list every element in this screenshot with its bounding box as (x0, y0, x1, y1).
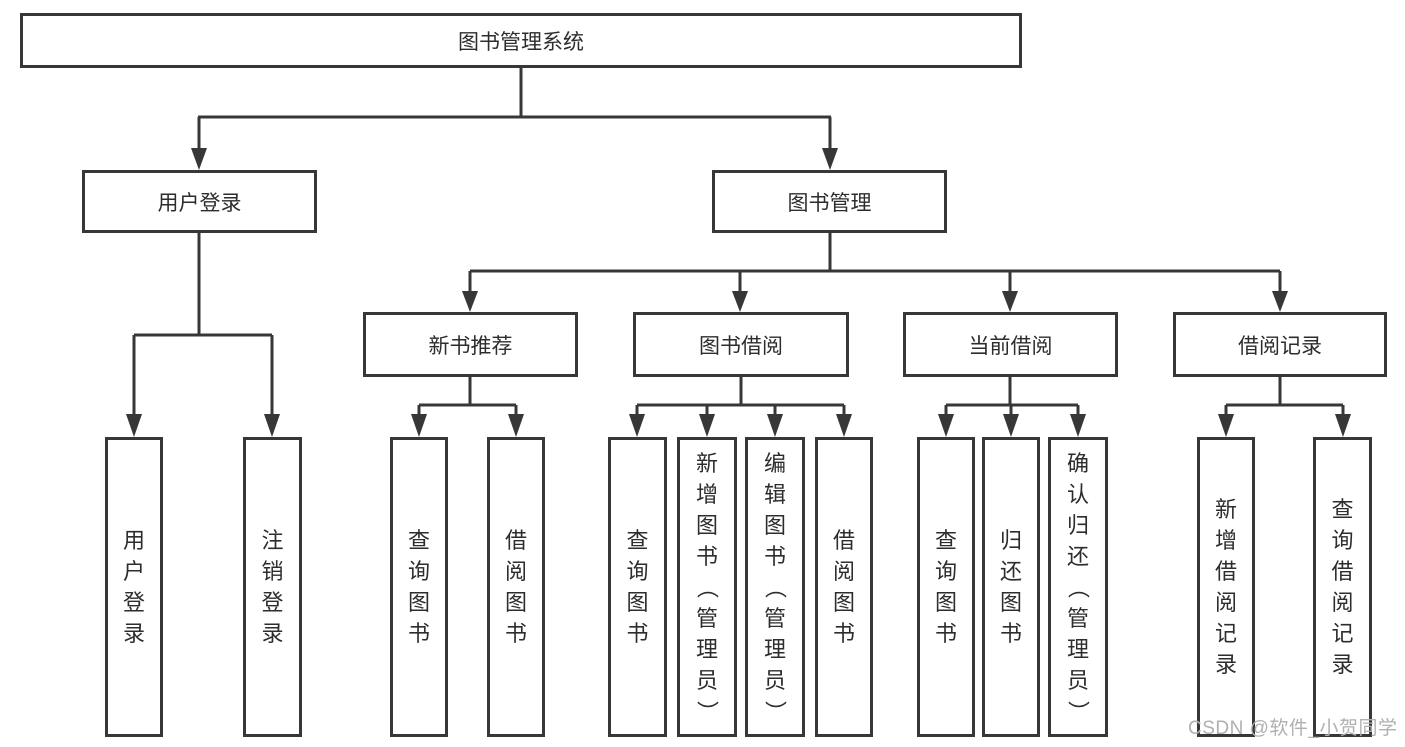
arrowhead (508, 414, 524, 437)
leaf-label: 注销登录 (261, 528, 284, 646)
arrowhead (1218, 414, 1234, 437)
node-label: 图书管理 (787, 191, 872, 215)
arrowhead (126, 414, 142, 437)
leaf-user-login: 用户登录 (105, 437, 163, 737)
arrowhead (822, 148, 838, 170)
node-label: 用户登录 (157, 191, 242, 215)
leaf-confirm-return-admin: 确认归还（管理员） (1048, 437, 1108, 737)
arrowhead (411, 414, 427, 437)
leaf-borrow-books-borrowing: 借阅图书 (815, 437, 873, 737)
node-book-borrowing: 图书借阅 (633, 312, 849, 377)
arrowhead (629, 414, 645, 437)
arrowhead (191, 148, 207, 170)
leaf-label: 查询图书 (934, 528, 957, 646)
leaf-query-books-current: 查询图书 (917, 437, 975, 737)
leaf-label: 新增图书（管理员） (694, 450, 720, 723)
leaf-add-book-admin: 新增图书（管理员） (677, 437, 737, 737)
node-label: 新书推荐 (428, 334, 513, 358)
node-label: 图书管理系统 (458, 30, 584, 54)
leaf-add-borrow-record: 新增借阅记录 (1197, 437, 1255, 737)
arrowhead (732, 291, 748, 312)
node-new-book-recommendation: 新书推荐 (363, 312, 578, 377)
leaf-label: 新增借阅记录 (1214, 497, 1237, 677)
arrowheads (126, 148, 1351, 437)
arrowhead (1335, 414, 1351, 437)
leaf-borrow-books-recommend: 借阅图书 (487, 437, 545, 737)
node-label: 当前借阅 (968, 334, 1053, 358)
node-library-system: 图书管理系统 (20, 13, 1022, 68)
leaf-logout: 注销登录 (243, 437, 302, 737)
connector-borrowing-to-leaves (635, 377, 846, 417)
node-label: 借阅记录 (1238, 334, 1322, 358)
connector-current-to-leaves (944, 377, 1080, 417)
leaf-label: 查询图书 (407, 528, 430, 646)
leaf-return-books: 归还图书 (982, 437, 1040, 737)
arrowhead (1003, 414, 1019, 437)
leaf-query-books-recommend: 查询图书 (390, 437, 448, 737)
arrowhead (699, 414, 715, 437)
node-book-management: 图书管理 (712, 170, 947, 233)
node-user-login: 用户登录 (82, 170, 317, 233)
arrowhead (938, 414, 954, 437)
arrowhead (264, 414, 280, 437)
leaf-label: 编辑图书（管理员） (762, 450, 788, 723)
leaf-query-borrow-record: 查询借阅记录 (1313, 437, 1372, 737)
node-current-borrowing: 当前借阅 (903, 312, 1118, 377)
connector-bookmgmt-to-level3 (468, 233, 1282, 294)
leaf-label: 借阅图书 (504, 528, 527, 646)
node-label: 图书借阅 (699, 334, 783, 358)
arrowhead (1272, 291, 1288, 312)
connector-newbook-to-leaves (417, 377, 518, 417)
leaf-label: 借阅图书 (832, 528, 855, 646)
arrowhead (1070, 414, 1086, 437)
arrowhead (1002, 291, 1018, 312)
arrowhead (836, 414, 852, 437)
arrowhead (462, 291, 478, 312)
csdn-watermark: CSDN @软件_小贺同学 (1188, 718, 1398, 739)
arrowhead (767, 414, 783, 437)
leaf-edit-book-admin: 编辑图书（管理员） (745, 437, 805, 737)
node-borrowing-records: 借阅记录 (1173, 312, 1387, 377)
leaf-label: 确认归还（管理员） (1065, 450, 1091, 723)
leaf-label: 用户登录 (122, 528, 145, 646)
connector-records-to-leaves (1224, 377, 1345, 417)
leaf-query-books-borrowing: 查询图书 (608, 437, 667, 737)
connector-root-to-level2 (197, 67, 832, 152)
leaf-label: 查询图书 (626, 528, 649, 646)
connector-userlogin-to-leaves (132, 233, 274, 416)
leaf-label: 查询借阅记录 (1331, 497, 1354, 677)
leaf-label: 归还图书 (999, 528, 1022, 646)
